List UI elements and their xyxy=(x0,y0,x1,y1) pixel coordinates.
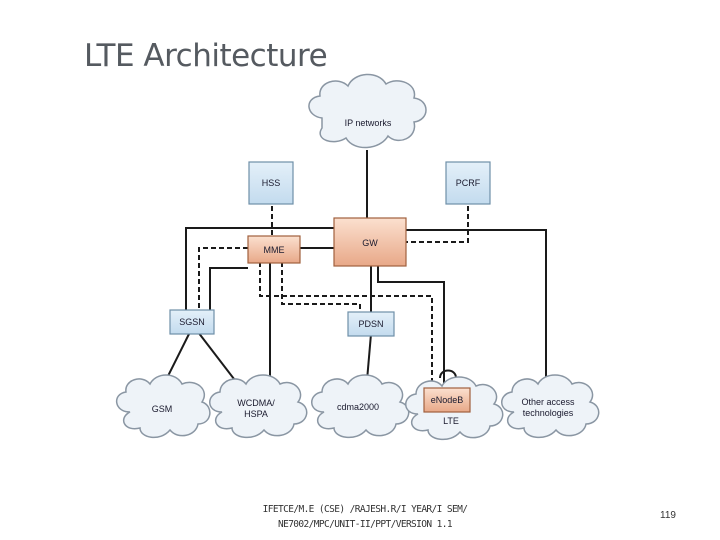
slide-title: LTE Architecture xyxy=(84,38,328,74)
cloud-label-ip-networks: IP networks xyxy=(345,118,392,128)
cloud-label-other-line2: technologies xyxy=(523,408,574,418)
node-label-hss: HSS xyxy=(262,178,281,188)
node-label-pdsn: PDSN xyxy=(358,319,383,329)
node-pdsn: PDSN xyxy=(347,311,395,337)
node-sgsn: SGSN xyxy=(169,309,215,335)
node-label-sgsn: SGSN xyxy=(179,317,205,327)
cloud-label-wcdma-line1: WCDMA/ xyxy=(237,398,275,408)
cloud-ip-networks: IP networks xyxy=(308,73,427,149)
cloud-cdma2000: cdma2000 xyxy=(311,374,410,439)
line-gw-sgsn-outer xyxy=(185,227,334,310)
node-gw: GW xyxy=(333,217,407,267)
connection-lines xyxy=(159,150,547,393)
cloud-other-access: Other access technologies xyxy=(501,374,600,439)
node-enodeb: eNodeB xyxy=(423,387,471,413)
line-mme-enodeb-dashed xyxy=(259,262,433,388)
slide-footer: IFETCE/M.E (CSE) /RAJESH.R/I YEAR/I SEM/… xyxy=(250,502,480,532)
cloud-label-cdma2000: cdma2000 xyxy=(337,402,379,412)
line-sgsn-gw-mid xyxy=(209,267,248,310)
cloud-gsm: GSM xyxy=(116,374,211,439)
cloud-wcdma: WCDMA/ HSPA xyxy=(209,374,308,439)
cloud-label-gsm: GSM xyxy=(152,404,173,414)
line-mme-pdsn-dashed xyxy=(281,262,361,312)
line-gw-other xyxy=(405,229,547,390)
node-pcrf: PCRF xyxy=(445,161,491,205)
footer-line-1: IFETCE/M.E (CSE) /RAJESH.R/I YEAR/I SEM/ xyxy=(262,504,468,515)
cloud-label-wcdma-line2: HSPA xyxy=(244,409,268,419)
line-mme-sgsn-dashed xyxy=(198,247,248,310)
cloud-label-lte: LTE xyxy=(443,416,459,426)
footer-line-2: NE7002/MPC/UNIT-II/PPT/VERSION 1.1 xyxy=(277,519,453,530)
line-gw-enodeb xyxy=(377,266,445,388)
node-label-mme: MME xyxy=(264,245,285,255)
node-hss: HSS xyxy=(248,161,294,205)
node-mme: MME xyxy=(247,235,301,264)
node-label-gw: GW xyxy=(362,238,378,248)
page-number: 119 xyxy=(660,510,676,521)
node-label-pcrf: PCRF xyxy=(456,178,481,188)
cloud-label-other-line1: Other access xyxy=(521,397,575,407)
line-pcrf-gw xyxy=(405,206,469,243)
node-label-enodeb: eNodeB xyxy=(431,395,464,405)
